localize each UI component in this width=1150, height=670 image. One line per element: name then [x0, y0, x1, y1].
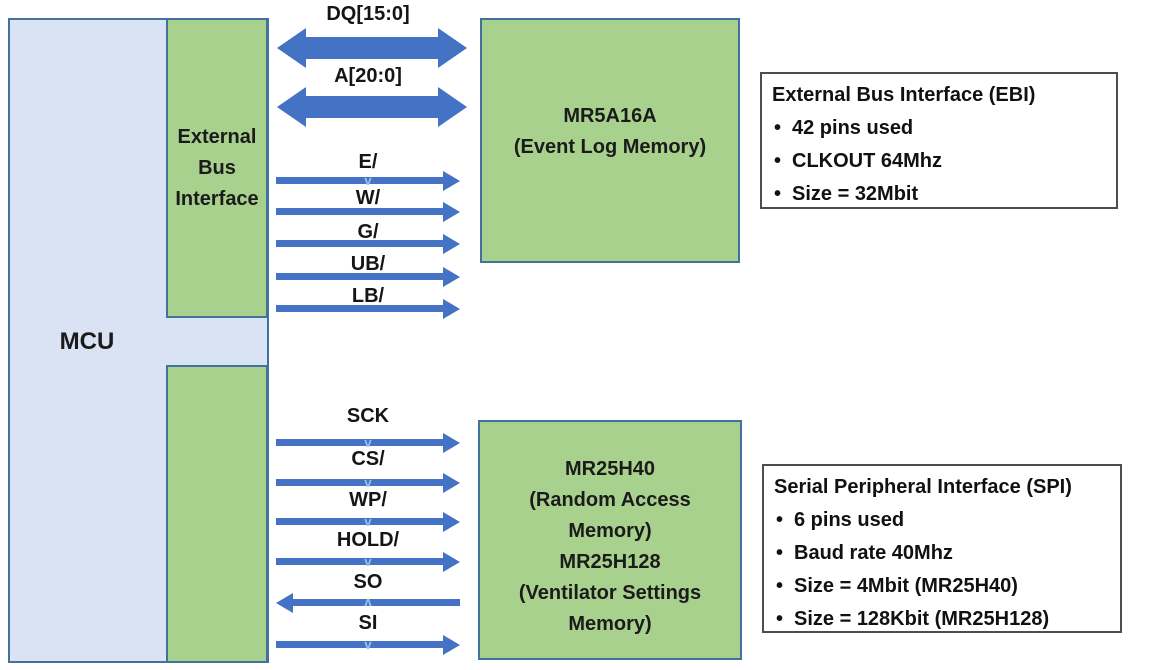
arrow-body: [276, 240, 445, 247]
note-bullet: 6 pins used: [774, 504, 1110, 537]
arrowhead-right-icon: [443, 635, 460, 655]
arrow-body: [276, 518, 445, 525]
signal-label-hold: HOLD/: [336, 529, 400, 551]
arrow-wp-right: [276, 512, 460, 532]
memory-block-mr25h: MR25H40 (Random Access Memory) MR25H128 …: [478, 420, 742, 660]
ebi-interface-label: External Bus Interface: [175, 125, 259, 210]
arrow-dq-bidirectional: [277, 28, 467, 68]
direction-mark-icon: v: [364, 596, 372, 611]
note-bullet: Size = 128Kbit (MR25H128): [774, 603, 1110, 636]
arrow-g-right: [276, 234, 460, 254]
signal-label-wp: WP/: [349, 489, 387, 511]
note-ebi-title: External Bus Interface (EBI): [772, 84, 1036, 106]
memory-top-label: MR5A16A (Event Log Memory): [513, 104, 707, 158]
arrowhead-left-icon: [277, 28, 306, 68]
arrow-body: [276, 439, 445, 446]
direction-mark-icon: v: [364, 173, 372, 188]
arrow-body: [304, 37, 440, 59]
arrowhead-right-icon: [443, 202, 460, 222]
note-spi-title: Serial Peripheral Interface (SPI): [774, 476, 1072, 498]
arrowhead-right-icon: [438, 28, 467, 68]
arrow-ub-right: [276, 267, 460, 287]
arrowhead-right-icon: [443, 234, 460, 254]
note-ebi: External Bus Interface (EBI) 42 pins use…: [760, 72, 1118, 211]
mcu-label: MCU: [59, 328, 115, 355]
spi-interface-block: [166, 365, 268, 663]
arrowhead-right-icon: [443, 512, 460, 532]
arrowhead-right-icon: [443, 299, 460, 319]
arrow-si-right: [276, 635, 460, 655]
ebi-interface-block: External Bus Interface: [166, 18, 268, 318]
arrowhead-left-icon: [277, 87, 306, 127]
signal-label-lb: LB/: [351, 285, 385, 307]
arrow-body: [276, 273, 445, 280]
arrow-body: [276, 177, 445, 184]
arrow-body: [276, 558, 445, 565]
signal-label-si: SI: [358, 612, 378, 634]
arrowhead-right-icon: [443, 267, 460, 287]
note-bullet: 42 pins used: [772, 112, 1106, 145]
arrow-body: [291, 599, 460, 606]
note-bullet: CLKOUT 64Mhz: [772, 145, 1106, 178]
arrow-body: [276, 208, 445, 215]
note-bullet: Size = 32Mbit: [772, 178, 1106, 211]
direction-mark-icon: v: [364, 637, 372, 652]
arrow-body: [276, 479, 445, 486]
arrow-body: [276, 641, 445, 648]
arrow-so-left: [276, 593, 460, 613]
arrow-w-right: [276, 202, 460, 222]
arrow-e-right: [276, 171, 460, 191]
arrow-body: [276, 305, 445, 312]
arrow-lb-right: [276, 299, 460, 319]
direction-mark-icon: v: [364, 514, 372, 529]
signal-label-sck: SCK: [346, 405, 390, 427]
signal-label-so: SO: [353, 571, 383, 593]
arrowhead-left-icon: [276, 593, 293, 613]
direction-mark-icon: v: [364, 435, 372, 450]
arrowhead-right-icon: [443, 433, 460, 453]
note-bullet: Size = 4Mbit (MR25H40): [774, 570, 1110, 603]
signal-label-w: W/: [355, 187, 381, 209]
arrow-body: [304, 96, 440, 118]
signal-label-e: E/: [358, 151, 378, 173]
arrow-hold-right: [276, 552, 460, 572]
memory-bottom-label: MR25H40 (Random Access Memory) MR25H128 …: [518, 458, 702, 635]
memory-block-mr5a16a: MR5A16A (Event Log Memory): [480, 18, 740, 263]
arrowhead-right-icon: [438, 87, 467, 127]
note-spi-list: 6 pins used Baud rate 40Mhz Size = 4Mbit…: [774, 504, 1110, 636]
arrow-cs-right: [276, 473, 460, 493]
note-ebi-list: 42 pins used CLKOUT 64Mhz Size = 32Mbit: [772, 112, 1106, 211]
direction-mark-icon: v: [364, 554, 372, 569]
arrow-a-bidirectional: [277, 87, 467, 127]
arrow-sck-right: [276, 433, 460, 453]
signal-label-a: A[20:0]: [334, 65, 402, 87]
direction-mark-icon: v: [364, 475, 372, 490]
signal-label-cs: CS/: [351, 448, 385, 470]
note-bullet: Baud rate 40Mhz: [774, 537, 1110, 570]
arrowhead-right-icon: [443, 473, 460, 493]
signal-label-ub: UB/: [350, 253, 386, 275]
arrowhead-right-icon: [443, 171, 460, 191]
signal-label-g: G/: [357, 221, 379, 243]
signal-label-dq: DQ[15:0]: [326, 3, 410, 25]
note-spi: Serial Peripheral Interface (SPI) 6 pins…: [762, 464, 1122, 636]
arrowhead-right-icon: [443, 552, 460, 572]
